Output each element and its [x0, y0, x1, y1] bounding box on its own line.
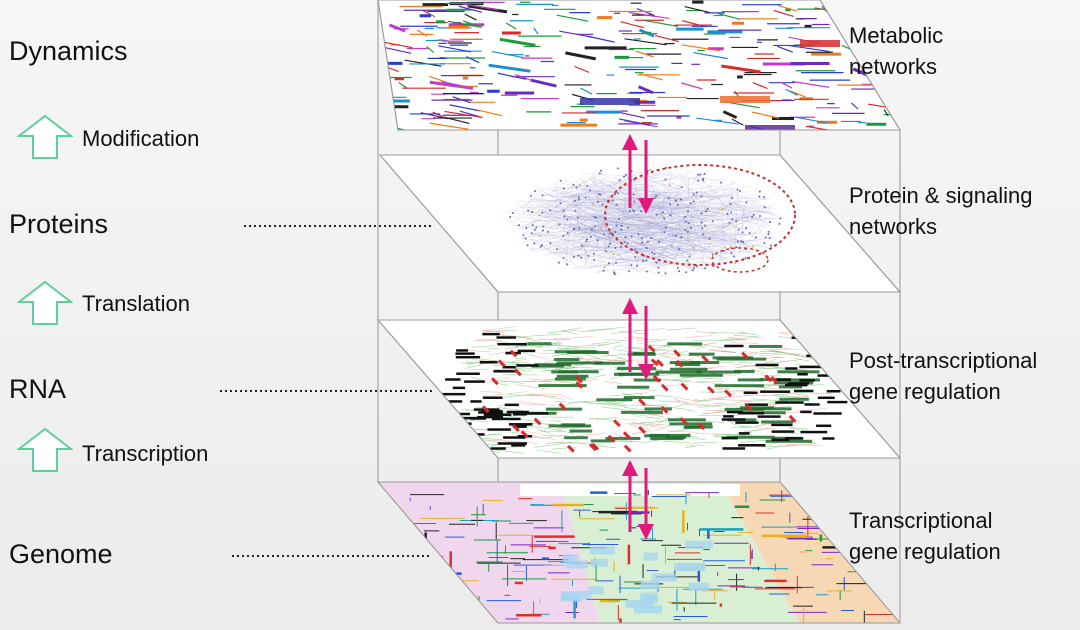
- up-arrow-icon: [17, 114, 73, 159]
- up-arrow-icon: [17, 280, 73, 325]
- network-label-line: gene regulation: [849, 539, 1001, 564]
- network-label-metabolic: Metabolic networks: [849, 20, 1080, 82]
- network-label-line: gene regulation: [849, 379, 1001, 404]
- network-label-transcriptional: Transcriptional gene regulation: [849, 505, 1080, 567]
- network-label-line: Protein & signaling: [849, 183, 1033, 208]
- level-label-genome: Genome: [9, 539, 113, 569]
- dotted-connectors: [220, 225, 432, 557]
- genome-layer: [376, 481, 902, 624]
- network-label-protein: Protein & signaling networks: [849, 180, 1080, 242]
- level-label-rna: RNA: [9, 374, 67, 404]
- network-label-line: networks: [849, 214, 938, 239]
- network-label-line: Transcriptional: [849, 508, 993, 533]
- network-label-line: Post-transcriptional: [849, 348, 1038, 373]
- rna-layer: [376, 319, 902, 459]
- level-label-proteins: Proteins: [9, 209, 109, 239]
- step-label-modification: Modification: [82, 126, 200, 151]
- step-label-transcription: Transcription: [82, 441, 209, 466]
- level-label-dynamics: Dynamics: [9, 36, 128, 66]
- interaction-arrows: [622, 134, 654, 540]
- network-label-post-transcriptional: Post-transcriptional gene regulation: [849, 345, 1080, 407]
- arrow-pair-bottom: [622, 460, 654, 540]
- arrow-pair-top: [622, 134, 654, 214]
- arrow-pair-middle: [622, 298, 654, 380]
- network-label-line: networks: [849, 54, 938, 79]
- up-arrow-icon: [17, 427, 73, 472]
- network-label-line: Metabolic: [849, 23, 944, 48]
- step-label-translation: Translation: [82, 291, 191, 316]
- protein-layer: [378, 154, 902, 293]
